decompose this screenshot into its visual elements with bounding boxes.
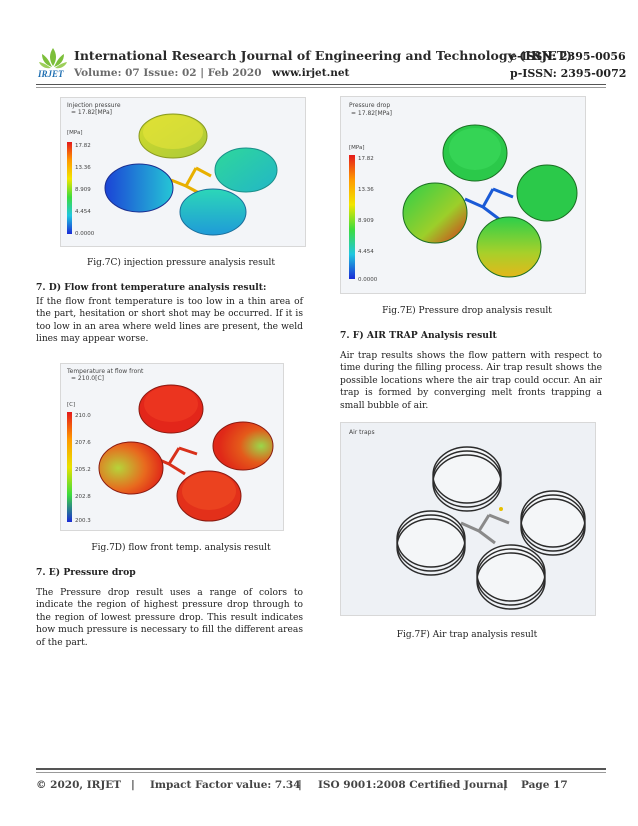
fig7d-tick: 207.6 <box>75 440 91 446</box>
fig7e-tick: 0.0000 <box>358 277 378 283</box>
footer-rule <box>36 768 606 770</box>
figure-7e-pressure-drop: Pressure drop = 17.82[MPa] [MPa] 17.82 1… <box>340 96 586 294</box>
figure-7f-air-traps: Air traps <box>340 422 596 616</box>
logo-text: IRJET <box>38 69 64 79</box>
fig7f-label: Air traps <box>349 429 375 436</box>
fig7c-tick: 4.454 <box>75 209 91 215</box>
fig7e-legend-value: = 17.82[MPa] <box>351 110 392 117</box>
fig7c-tick: 13.36 <box>75 165 91 171</box>
fig7d-tick: 210.0 <box>75 413 91 419</box>
footer-separator: | <box>298 779 302 791</box>
footer-page-number: Page 17 <box>521 779 568 791</box>
footer-separator: | <box>131 779 135 791</box>
fig7e-tick: 8.909 <box>358 218 374 224</box>
section-7e-heading: 7. E) Pressure drop <box>36 567 136 578</box>
section-7f-paragraph: Air trap results shows the flow pattern … <box>340 351 602 411</box>
fig7c-tick: 0.0000 <box>75 231 95 237</box>
volume-issue: Volume: 07 Issue: 02 | Feb 2020 <box>74 67 262 79</box>
figure-7d-flow-front-temp: Temperature at flow front = 210.0[C] [C]… <box>60 363 284 531</box>
footer-iso: ISO 9001:2008 Certified Journal <box>318 779 508 791</box>
fig7e-tick: 17.82 <box>358 156 374 162</box>
footer-copyright: © 2020, IRJET <box>36 779 122 791</box>
journal-title: International Research Journal of Engine… <box>74 48 573 63</box>
figure-7c-injection-pressure: Injection pressure = 17.82[MPa] [MPa] 17… <box>60 97 306 247</box>
section-7d-heading: 7. D) Flow front temperature analysis re… <box>36 282 267 293</box>
fig7c-legend-title: Injection pressure <box>67 102 121 109</box>
fig7c-legend-value: = 17.82[MPa] <box>71 109 112 116</box>
journal-url[interactable]: www.irjet.net <box>272 67 350 79</box>
footer-rule-thin <box>36 772 606 773</box>
figure-7f-caption: Fig.7F) Air trap analysis result <box>396 630 538 640</box>
fig7c-tick: 8.909 <box>75 187 91 193</box>
journal-logo: IRJET <box>36 44 70 80</box>
figure-7e-caption: Fig.7E) Pressure drop analysis result <box>382 306 552 316</box>
fig7c-unit: [MPa] <box>67 130 82 136</box>
header-rule-thin <box>36 87 606 88</box>
fig7e-tick: 13.36 <box>358 187 374 193</box>
header-rule <box>36 84 606 85</box>
figure-7c-caption: Fig.7C) injection pressure analysis resu… <box>86 258 276 268</box>
footer-separator: | <box>503 779 507 791</box>
pissn: p-ISSN: 2395-0072 <box>510 67 627 80</box>
eissn: e-ISSN: 2395-0056 <box>510 50 626 63</box>
figure-7d-caption: Fig.7D) flow front temp. analysis result <box>91 543 271 553</box>
section-7f-heading: 7. F) AIR TRAP Analysis result <box>340 330 497 341</box>
footer-impact-factor: Impact Factor value: 7.34 <box>150 779 301 791</box>
fig7d-unit: [C] <box>67 402 75 408</box>
fig7e-unit: [MPa] <box>349 145 364 151</box>
fig7c-tick: 17.82 <box>75 143 91 149</box>
fig7d-tick: 205.2 <box>75 467 91 473</box>
fig7e-legend-title: Pressure drop <box>349 102 390 109</box>
section-7d-paragraph: If the flow front temperature is too low… <box>36 297 303 345</box>
fig7d-tick: 202.8 <box>75 494 91 500</box>
fig7d-legend-value: = 210.0[C] <box>71 375 104 382</box>
fig7e-tick: 4.454 <box>358 249 374 255</box>
fig7d-legend-title: Temperature at flow front <box>66 368 144 375</box>
fig7d-tick: 200.3 <box>75 518 91 524</box>
section-7e-paragraph: The Pressure drop result uses a range of… <box>36 588 303 648</box>
